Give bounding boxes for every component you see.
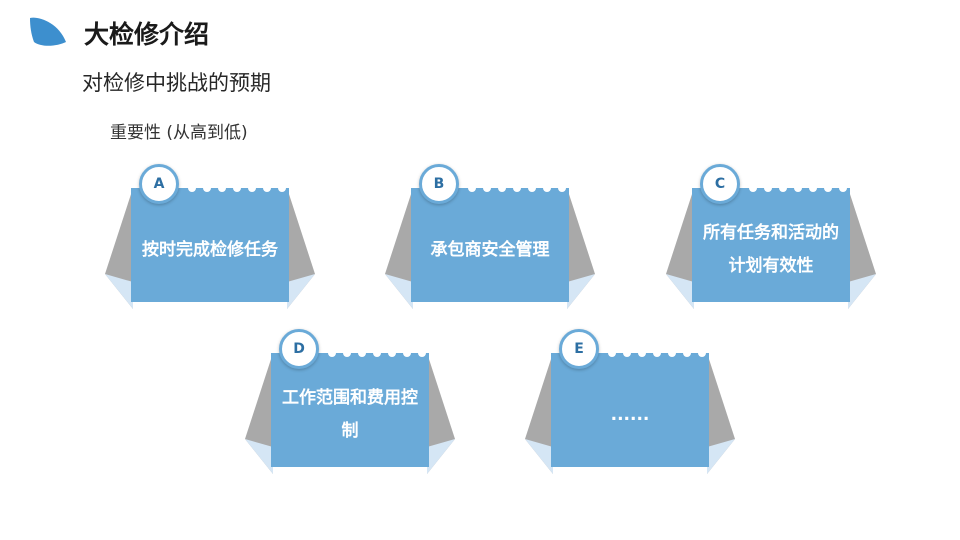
card-letter-badge: A [139,164,179,204]
card-letter-badge: D [279,329,319,369]
priority-card-d: D 工作范围和费用控制 [245,329,455,474]
priority-card-e: E ...... [525,329,735,474]
card-shape [385,184,595,309]
card-text: 按时完成检修任务 [142,239,278,260]
card-text: ...... [610,404,650,425]
priority-card-c: C 所有任务和活动的计划有效性 [666,164,876,309]
title-leaf-icon [30,17,66,46]
priority-card-a: A 按时完成检修任务 [105,164,315,309]
card-letter-badge: E [559,329,599,369]
card-shape [245,349,455,474]
section-label: 重要性 (从高到低) [110,123,248,143]
card-shape [666,184,876,309]
card-text: 所有任务和活动的计划有效性 [703,223,839,276]
page-subtitle: 对检修中挑战的预期 [82,71,271,95]
page-title: 大检修介绍 [84,20,210,49]
priority-card-b: B 承包商安全管理 [385,164,595,309]
card-shape [105,184,315,309]
card-shape [525,349,735,474]
card-letter-badge: C [700,164,740,204]
card-text: 承包商安全管理 [430,239,550,260]
card-text: 工作范围和费用控制 [282,388,418,441]
card-letter-badge: B [419,164,459,204]
